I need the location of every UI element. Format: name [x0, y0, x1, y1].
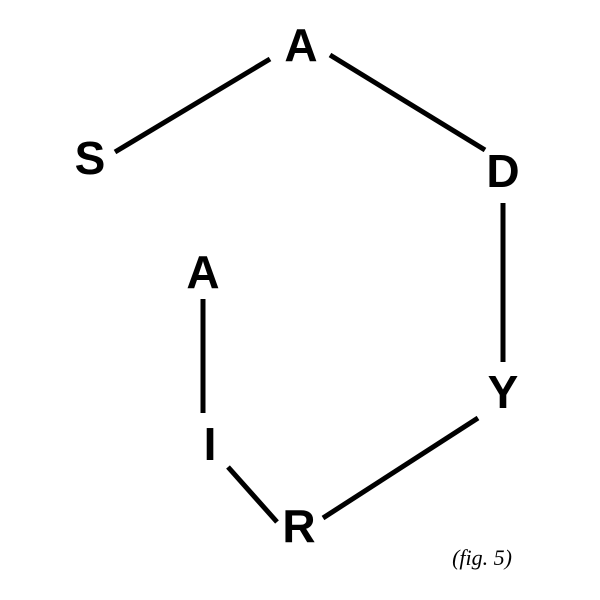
node-y: Y [488, 366, 519, 418]
edge-y-r [321, 415, 480, 521]
node-i: I [204, 418, 217, 470]
node-a-top: A [284, 19, 317, 71]
node-d: D [486, 145, 519, 197]
edge-a-top-d [328, 52, 487, 153]
figure-caption: (fig. 5) [452, 545, 512, 570]
edge-r-i [226, 465, 279, 524]
node-a-left: A [186, 246, 219, 298]
node-s: S [75, 132, 106, 184]
edges [113, 52, 506, 524]
node-r: R [282, 500, 315, 552]
edge-s-a-top [113, 56, 272, 155]
nodes: S A D Y R I A [75, 19, 520, 552]
